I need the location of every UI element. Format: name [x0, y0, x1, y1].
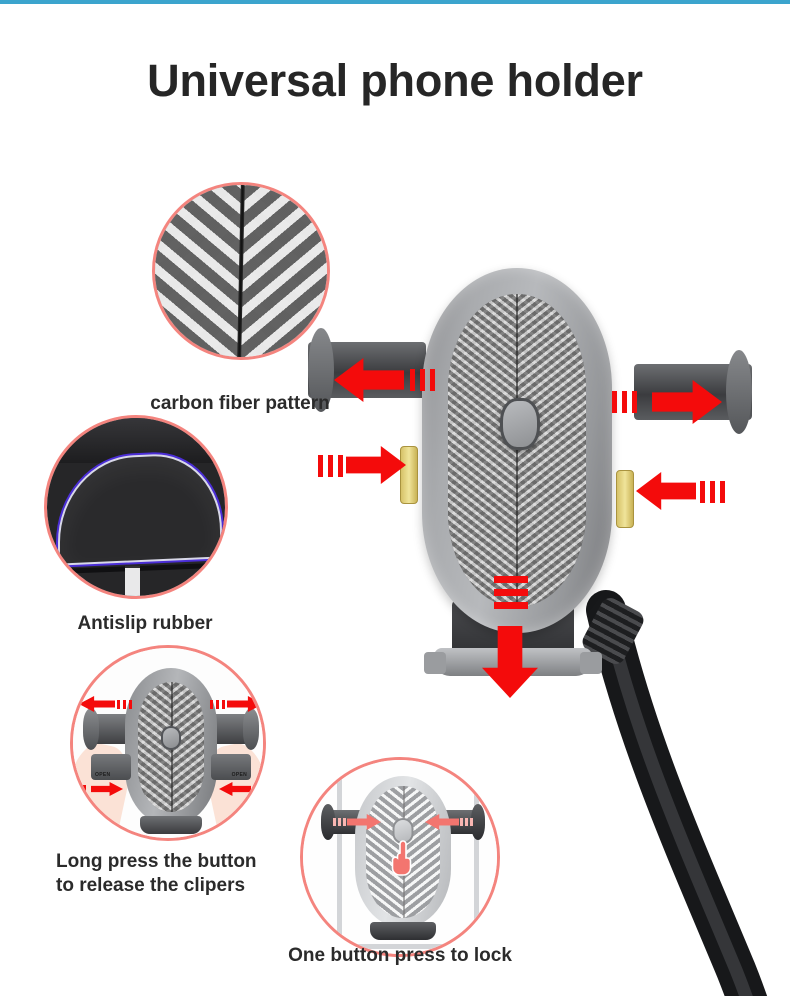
main-product-image — [308, 250, 768, 996]
pointer-hand-icon — [388, 840, 418, 876]
arrow-clamp-expand-right — [652, 380, 722, 424]
callout-carbon-fiber — [152, 182, 330, 360]
arrow-release-tab-left — [346, 446, 406, 484]
release-tab-left[interactable] — [400, 446, 418, 504]
top-accent-rule — [0, 0, 790, 4]
release-tab-right[interactable] — [616, 470, 634, 528]
callout-antislip-rubber-caption: Antislip rubber — [77, 613, 213, 634]
motion-dashes-tab-right — [700, 481, 725, 503]
callout-long-press: OPEN OPEN — [70, 645, 266, 841]
open-button-right[interactable] — [211, 754, 251, 780]
mini-holder-lock — [303, 760, 497, 954]
motion-dashes-left — [410, 369, 435, 391]
gooseneck-arm — [566, 550, 790, 996]
callout-long-press-line1: Long press the button — [56, 851, 257, 872]
callout-carbon-fiber-caption: carbon fiber pattern — [150, 393, 330, 414]
arrow-mini-press-left — [91, 782, 123, 796]
arrow-mini-lock-right — [425, 814, 459, 830]
mini-holder-open: OPEN OPEN — [73, 648, 263, 838]
arrow-mini-lock-left — [347, 814, 381, 830]
open-button-left[interactable] — [91, 754, 131, 780]
open-label-left: OPEN — [95, 772, 111, 778]
callout-antislip-rubber — [44, 415, 228, 599]
arrow-mini-clamp-left — [79, 696, 115, 712]
motion-dashes-tab-left — [318, 455, 343, 477]
arrow-mini-press-right — [219, 782, 251, 796]
callout-one-button-lock — [300, 757, 500, 957]
callout-long-press-caption: Long press the button to release the cli… — [56, 850, 316, 899]
page-title: Universal phone holder — [147, 55, 643, 106]
callout-one-button-lock-caption: One button press to lock — [288, 945, 512, 966]
open-label-right: OPEN — [231, 772, 247, 778]
motion-dashes-right — [612, 391, 637, 413]
arrow-release-tab-right — [636, 472, 696, 510]
motion-dashes-bottom — [494, 576, 528, 609]
center-lock-button[interactable] — [500, 398, 540, 450]
carbon-fiber-faceplate — [448, 294, 586, 607]
arrow-bottom-support-down — [482, 626, 538, 698]
callout-long-press-line2: to release the clipers — [56, 875, 246, 897]
arrow-clamp-expand-left — [334, 358, 404, 402]
phone-cradle-body — [422, 268, 612, 633]
arrow-mini-clamp-right — [227, 696, 263, 712]
